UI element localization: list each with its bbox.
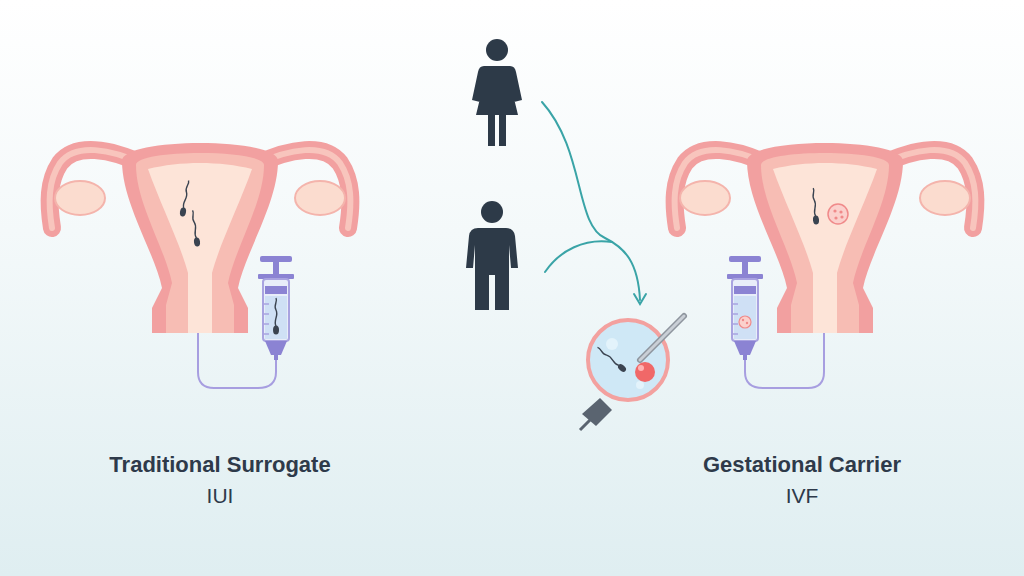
uterus-illustration — [50, 143, 351, 333]
caption-heading: Traditional Surrogate — [40, 452, 400, 478]
embryo-symbol — [828, 204, 848, 224]
sperm-symbol — [190, 210, 201, 247]
man-icon — [466, 201, 518, 310]
embryo-symbol — [739, 316, 751, 328]
woman-icon — [472, 39, 522, 146]
syringe-symbol — [727, 256, 763, 360]
fertilization-dish — [580, 316, 684, 430]
caption-subtitle: IUI — [40, 484, 400, 508]
flow-arrow — [542, 102, 646, 304]
sperm-symbol — [810, 188, 819, 225]
sperm-symbol — [273, 298, 279, 335]
syringe-symbol — [258, 256, 294, 360]
caption-subtitle: IVF — [622, 484, 982, 508]
caption-heading: Gestational Carrier — [622, 452, 982, 478]
uterus-illustration — [675, 143, 976, 333]
sperm-symbol — [179, 180, 191, 217]
